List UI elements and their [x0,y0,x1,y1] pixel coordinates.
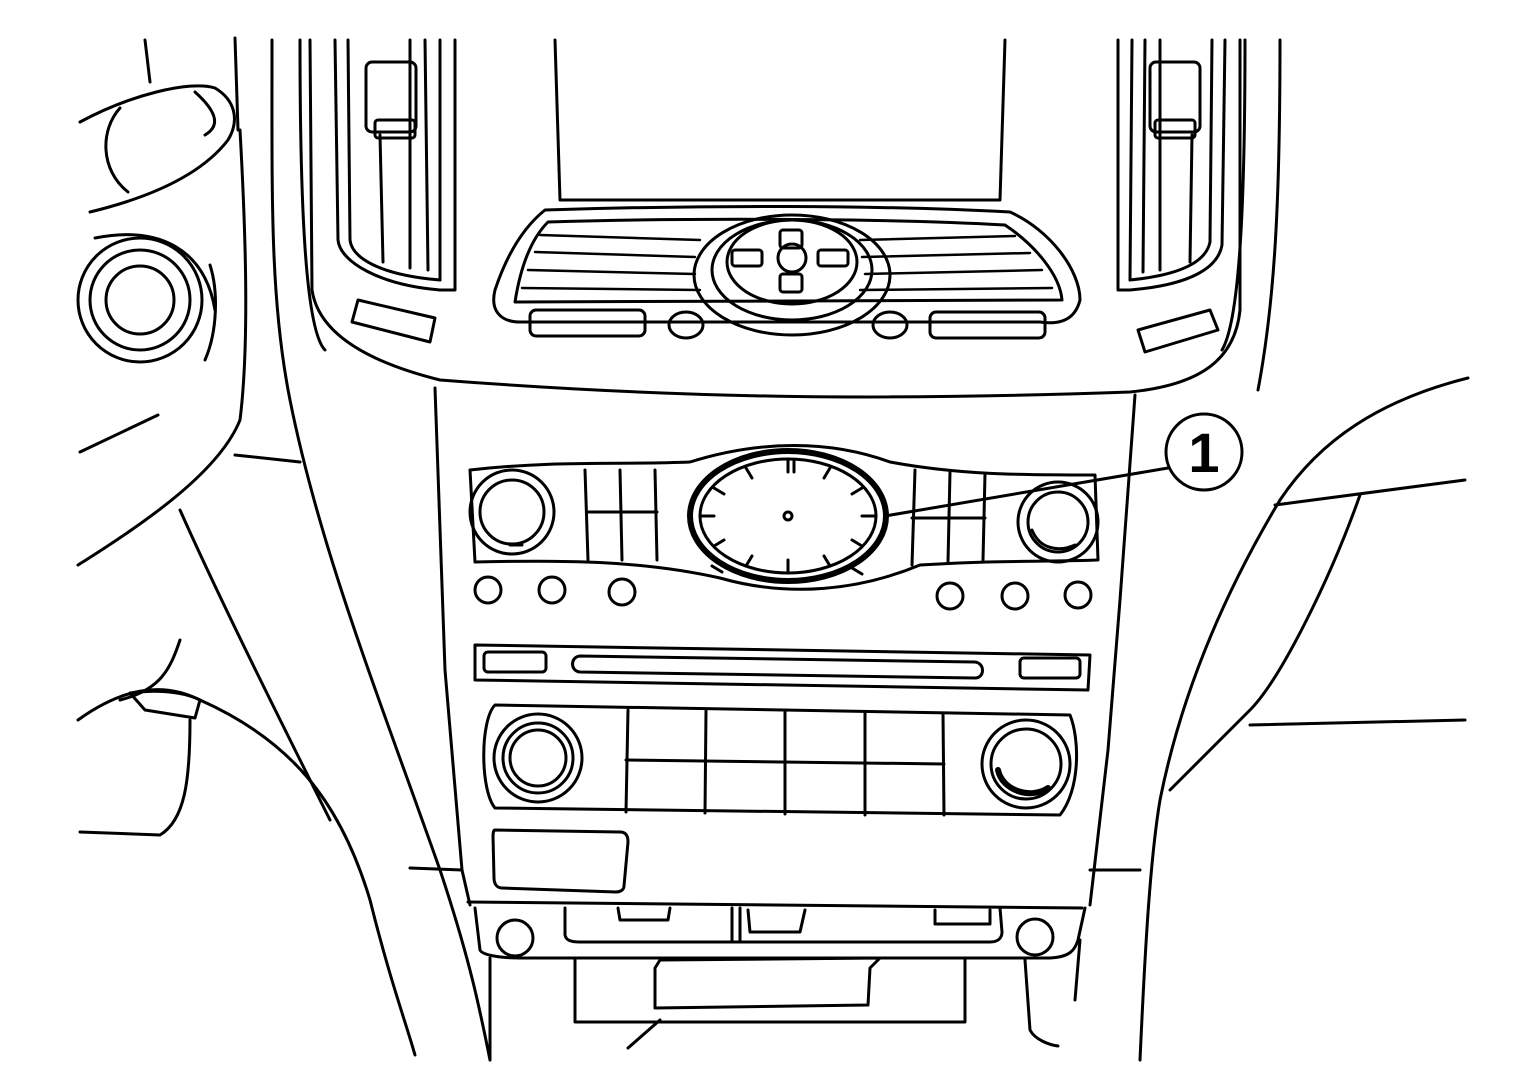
preset-button-6 [1063,580,1093,610]
left-lower-bracket [128,689,202,720]
steering-wheel-detail [193,90,217,137]
analog-clock [687,448,889,584]
preset-button-2 [537,575,567,605]
nav-controller-panel [492,204,1082,340]
upper-right-vent [1116,38,1227,354]
climate-right-knob [980,718,1072,810]
right-dash-area [1138,376,1470,1062]
cd-slot [571,654,984,680]
clock-tick-marks [698,458,878,574]
lower-left-button [491,828,630,894]
audio-left-knob [468,468,556,556]
nav-right-button [928,310,1047,340]
left-vent-slot [350,298,437,344]
nav-left-round-button [667,310,705,340]
callout-leader-line [883,466,1170,518]
right-vent-slot [1136,308,1220,354]
climate-panel [482,703,1078,817]
clock-center [782,510,794,522]
left-round-vent [76,233,217,364]
cd-eject-button-right [1018,656,1082,680]
callout-1: 1 [883,412,1244,518]
preset-button-3 [607,577,637,607]
nav-right-round-button [871,310,909,340]
climate-left-knob [492,712,584,804]
preset-button-4 [935,581,965,611]
steering-wheel-edge [78,84,236,214]
lower-tray [653,956,882,1010]
center-stack-outline [270,38,1282,1062]
nav-left-button [528,308,647,338]
display-screen [553,38,1007,202]
callout-label: 1 [1188,421,1219,484]
clock-face [698,457,878,575]
preset-button-5 [1000,581,1030,611]
callout-circle [1164,412,1244,492]
upper-left-vent [333,38,457,344]
audio-right-knob [1016,480,1100,564]
vent-tab-left [364,60,418,134]
audio-panel [468,444,1100,611]
preset-button-1 [473,575,503,605]
cd-slot-panel [473,643,1092,692]
cd-eject-button-left [482,650,548,674]
left-dash-area [76,36,417,1057]
nav-joystick-knob [692,213,892,337]
lower-console [466,828,1087,1062]
lower-left-screw [495,918,535,958]
vent-tab-right [1148,60,1202,134]
steering-wheel-inner [104,106,130,194]
lower-right-screw [1015,917,1055,957]
